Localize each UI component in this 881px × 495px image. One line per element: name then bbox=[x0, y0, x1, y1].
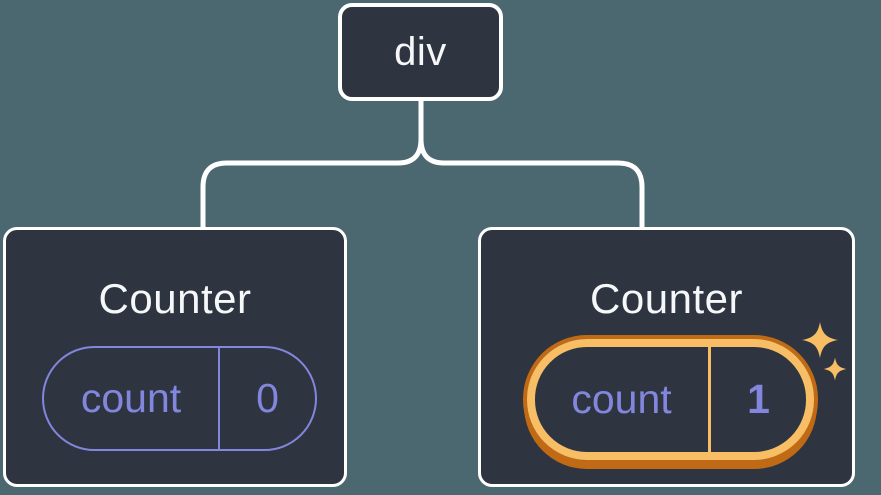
counter-node-right: Counter count 1 bbox=[478, 227, 855, 487]
edge-root-to-right-counter bbox=[418, 138, 645, 229]
counter-title: Counter bbox=[98, 275, 252, 322]
sparkle-large bbox=[802, 322, 838, 358]
edge-root-to-left-counter bbox=[200, 100, 424, 229]
counter-node-left: Counter count 0 bbox=[3, 227, 347, 487]
sparkle-small bbox=[823, 357, 847, 381]
root-node-div: div bbox=[338, 3, 503, 101]
counter-title: Counter bbox=[590, 275, 743, 322]
state-value: 0 bbox=[256, 375, 279, 421]
state-key: count bbox=[44, 348, 220, 449]
root-node-label: div bbox=[394, 29, 447, 74]
state-key: count bbox=[535, 347, 711, 452]
state-pill-highlighted: count 1 bbox=[527, 339, 814, 460]
state-value: 1 bbox=[747, 376, 770, 422]
sparkles-icon bbox=[802, 322, 847, 381]
state-pill: count 0 bbox=[42, 346, 317, 451]
